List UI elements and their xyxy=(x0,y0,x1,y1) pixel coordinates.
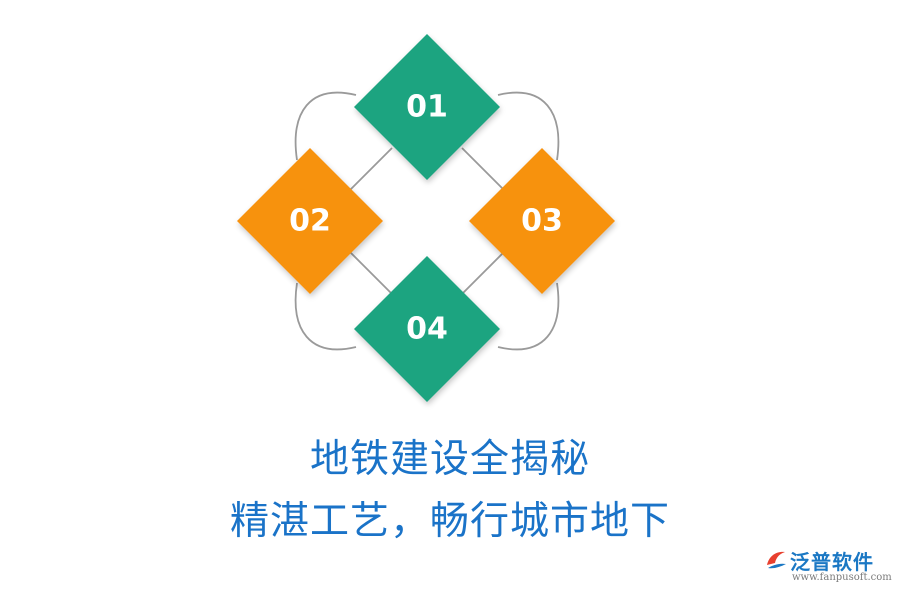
inner-link-01-03 xyxy=(461,147,505,191)
inner-link-03-04 xyxy=(461,251,505,295)
brand-name: 泛普软件 xyxy=(790,550,874,574)
connector-loops xyxy=(294,91,560,351)
brand-url: www.fanpusoft.com xyxy=(792,572,892,583)
node-03: 03 xyxy=(469,148,615,294)
brand-logo: 泛普软件 www.fanpusoft.com xyxy=(764,546,892,586)
node-01: 01 xyxy=(354,34,500,180)
node-04-label: 04 xyxy=(406,312,448,347)
node-02-label: 02 xyxy=(289,204,331,239)
node-03-diamond xyxy=(469,148,615,294)
loop-top-right xyxy=(497,91,560,161)
fanpu-logo-icon xyxy=(767,551,786,569)
node-01-diamond xyxy=(354,34,500,180)
node-02: 02 xyxy=(237,148,383,294)
loop-bottom-right xyxy=(497,282,560,351)
caption-title: 地铁建设全揭秘 xyxy=(309,437,590,482)
inner-link-02-04 xyxy=(349,251,393,295)
loop-top-left xyxy=(294,91,357,161)
node-04: 04 xyxy=(354,256,500,402)
node-02-diamond xyxy=(237,148,383,294)
node-03-label: 03 xyxy=(521,204,563,239)
caption-subtitle: 精湛工艺，畅行城市地下 xyxy=(229,499,670,544)
loop-bottom-left xyxy=(294,282,357,351)
node-04-diamond xyxy=(354,256,500,402)
node-01-label: 01 xyxy=(406,90,448,125)
inner-link-01-02 xyxy=(349,147,393,191)
cycle-diagram: 01 02 03 04 xyxy=(237,34,615,402)
